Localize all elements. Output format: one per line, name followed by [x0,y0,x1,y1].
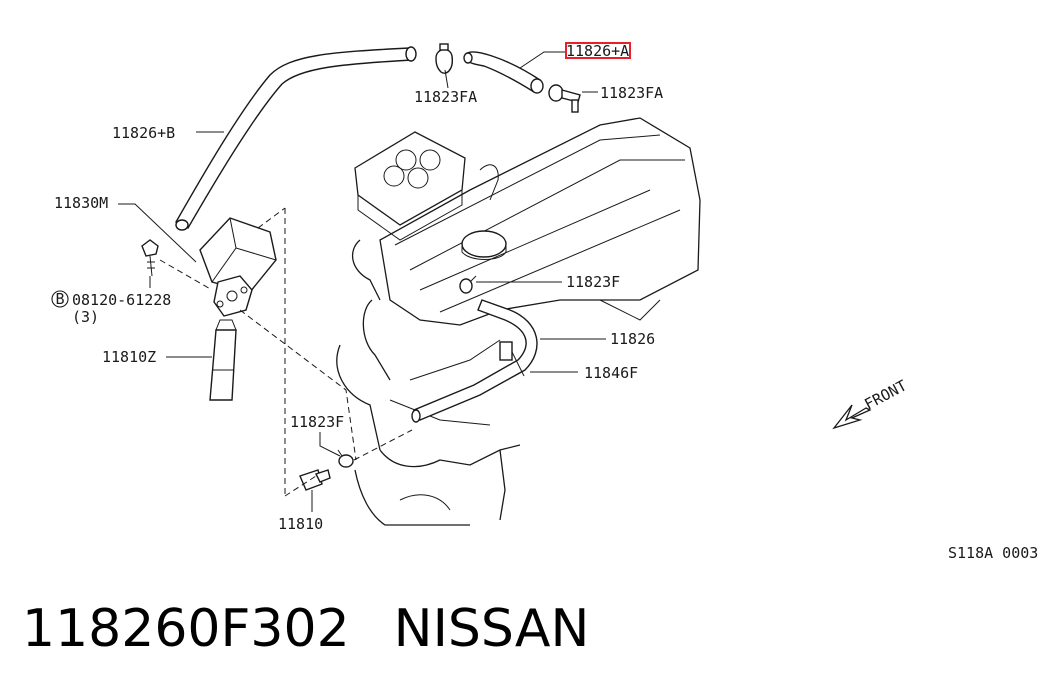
label-valve[interactable]: 11810 [278,515,323,533]
label-clip[interactable]: 11846F [584,364,638,382]
brand-name: NISSAN [393,599,590,659]
label-clamp-lower[interactable]: 11823F [290,413,344,431]
hose-b[interactable] [175,46,417,231]
target-highlight [565,42,631,59]
label-hose-a[interactable]: 11826+A [566,42,629,60]
part-number: 118260F302 [22,599,350,659]
label-bolt-code[interactable]: 08120-61228 [72,291,171,309]
label-clamp-mid[interactable]: 11823F [566,273,620,291]
separator-cover[interactable] [199,217,277,317]
parts-diagram: FRONT 11826+A 11823FA 11823FA 11826+B 11… [51,42,1038,562]
hose-main[interactable] [411,299,538,423]
front-label: FRONT [861,376,909,413]
diagram-code: S118A 0003 [948,544,1038,562]
clip[interactable] [499,341,525,377]
clamp-top-left[interactable] [435,43,454,74]
separator[interactable] [209,319,237,401]
caption: 118260F302 NISSAN [22,598,589,660]
dashed-guides [159,207,413,497]
bolt[interactable] [141,239,159,277]
svg-text:B: B [56,290,65,308]
leaders [118,51,606,512]
label-clamp-top-left[interactable]: 11823FA [414,88,477,106]
label-hose-main[interactable]: 11826 [610,330,655,348]
engine-block [336,117,701,526]
label-hose-b[interactable]: 11826+B [112,124,175,142]
clamp-top-right[interactable] [548,84,581,113]
label-clamp-top-right[interactable]: 11823FA [600,84,663,102]
bolt-circle-marker: B [51,290,69,308]
clamp-mid[interactable] [459,275,477,294]
label-cover[interactable]: 11830M [54,194,108,212]
label-bolt-qty: (3) [72,308,99,326]
label-separator[interactable]: 11810Z [102,348,156,366]
front-arrow [832,404,872,430]
hose-a-target[interactable] [463,51,544,94]
pcv-valve[interactable] [299,469,331,491]
clamp-lower[interactable] [337,449,354,468]
